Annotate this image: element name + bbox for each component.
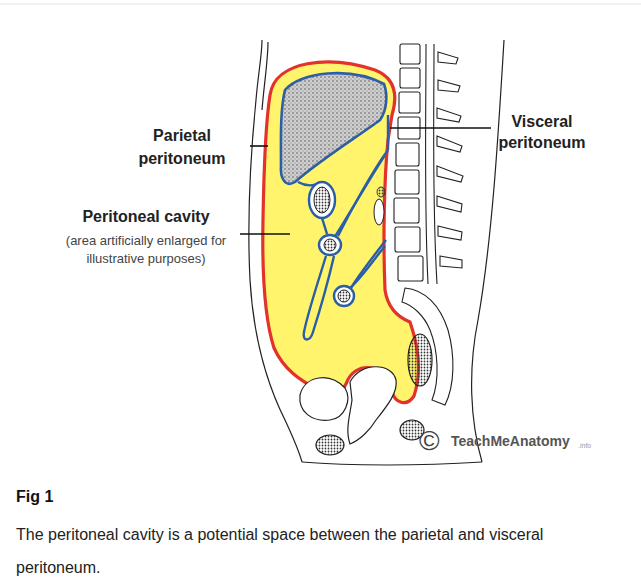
leader-line bbox=[240, 233, 290, 235]
spinous-process bbox=[437, 196, 462, 212]
note-text: (area artificially enlarged for illustra… bbox=[41, 232, 251, 268]
pelvic-organs bbox=[300, 334, 432, 455]
spinous-process bbox=[437, 108, 461, 122]
structure-label: Visceral peritoneum bbox=[482, 111, 602, 153]
spinous-process bbox=[438, 80, 460, 92]
structure-label: Peritoneal cavity bbox=[46, 206, 246, 227]
liver bbox=[281, 73, 386, 184]
vertebra bbox=[396, 143, 419, 166]
copyright-mark: © bbox=[419, 426, 440, 456]
colon-wall bbox=[319, 235, 341, 255]
pelvic-floor bbox=[302, 462, 482, 465]
vertebral-column bbox=[394, 44, 463, 405]
transverse-colon bbox=[324, 239, 336, 251]
vertebra bbox=[395, 227, 420, 252]
leader-lines bbox=[240, 128, 491, 234]
mesentery-inner bbox=[348, 246, 385, 290]
watermark: .info bbox=[578, 441, 591, 450]
body-outline bbox=[249, 40, 504, 465]
back-skin bbox=[472, 40, 504, 462]
vertebra bbox=[399, 92, 420, 113]
spinous-process bbox=[438, 226, 462, 240]
spinous-process bbox=[437, 166, 463, 182]
watermark: TeachMeAnatomy bbox=[451, 433, 570, 450]
structure-label: Parietal peritoneum bbox=[122, 124, 242, 170]
leader-line bbox=[390, 127, 491, 129]
vertebra bbox=[398, 256, 423, 281]
stomach-wall bbox=[309, 182, 335, 218]
small-intestine bbox=[338, 290, 350, 302]
vertebra bbox=[395, 170, 419, 194]
spinous-process bbox=[437, 136, 462, 152]
leader-line bbox=[250, 145, 268, 147]
greater-omentum bbox=[304, 256, 334, 340]
vertebra bbox=[400, 44, 420, 64]
uterus bbox=[348, 367, 396, 444]
vertebra bbox=[394, 198, 419, 223]
figure-title: Fig 1 bbox=[16, 487, 53, 507]
intestine-wall bbox=[334, 286, 354, 306]
spinous-process bbox=[440, 256, 462, 268]
sacrum bbox=[402, 288, 453, 405]
anterior-wall-inner bbox=[262, 42, 268, 110]
rectum bbox=[408, 334, 432, 386]
duodenum bbox=[377, 187, 385, 197]
spinal-canal bbox=[426, 44, 429, 284]
pubic-bone bbox=[316, 435, 344, 455]
organs bbox=[309, 182, 385, 306]
liver-stipple bbox=[281, 73, 386, 184]
spinous-process bbox=[438, 52, 458, 64]
posterior-visceral bbox=[387, 115, 389, 150]
frame-line bbox=[0, 4, 641, 5]
stomach bbox=[314, 187, 330, 213]
liver-shape bbox=[281, 73, 386, 184]
mesentery-lines bbox=[298, 115, 388, 340]
pancreas bbox=[374, 199, 384, 225]
vertebra bbox=[400, 68, 420, 88]
spinal-canal bbox=[434, 44, 437, 284]
bladder bbox=[300, 378, 348, 421]
transverse-mesocolon-inner bbox=[334, 155, 385, 238]
figure-caption: The peritoneal cavity is a potential spa… bbox=[16, 518, 628, 584]
gastrocolic-ligament bbox=[322, 218, 327, 234]
